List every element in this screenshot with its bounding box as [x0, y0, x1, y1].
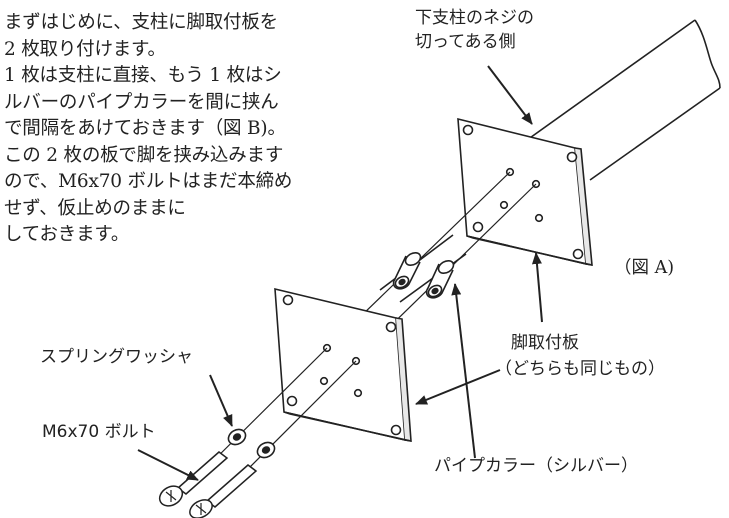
plate-label: 脚取付板 （どちらも同じもの） [495, 333, 665, 379]
pipe-collar-label: パイプカラー（シルバー） [434, 456, 638, 476]
callout-arrows [137, 65, 543, 481]
instruction-line: ルバーのパイプカラーを間に挟ん [4, 91, 279, 113]
spring-washer [227, 428, 276, 459]
instruction-line: ので、M6x70 ボルトはまだ本締め [4, 171, 293, 192]
instruction-line: で間隔をあけておきます（図 B)。 [4, 118, 286, 139]
leg-mounting-plate-front [274, 287, 412, 442]
leg-mounting-plate-back [457, 117, 593, 266]
pipe-collar-left [392, 251, 422, 290]
instruction-line: 1 枚は支柱に直接、もう 1 枚はシ [4, 65, 282, 86]
m6x70-bolt [158, 451, 258, 518]
figure-label: （図 A) [614, 258, 675, 278]
instruction-line: せず、仮止めのままに [4, 197, 186, 219]
pipe-collar-right [425, 259, 455, 299]
spring-washer-label: スプリングワッシャ [40, 347, 193, 367]
instruction-line: この 2 枚の板で脚を挟み込みます [4, 144, 284, 166]
bolt-label: M6x70 ボルト [42, 422, 156, 442]
instruction-line: しておきます。 [4, 224, 130, 245]
instruction-line: 2 枚取り付けます。 [4, 38, 166, 60]
instruction-text: まずはじめに、支柱に脚取付板を 2 枚取り付けます。 1 枚は支柱に直接、もう … [4, 10, 384, 249]
pipe-end-label: 下支柱のネジの 切ってある側 [415, 8, 534, 52]
support-pipe [379, 19, 721, 303]
instruction-line: まずはじめに、支柱に脚取付板を [4, 12, 278, 33]
